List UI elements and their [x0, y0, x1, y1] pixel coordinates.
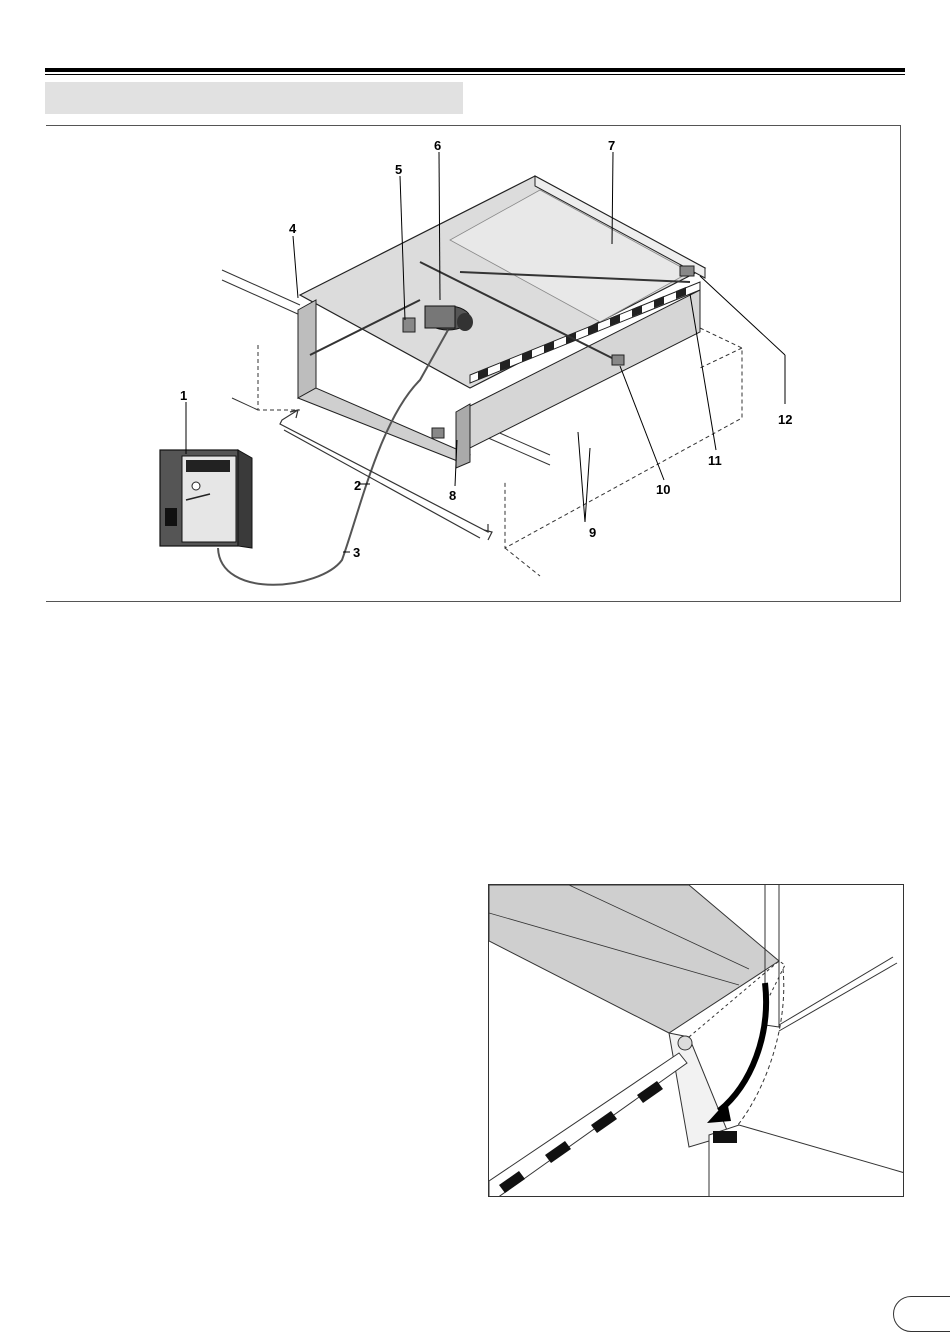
callout-5: 5 [395, 162, 402, 177]
lip-fold-detail-illustration [489, 885, 904, 1197]
callout-1: 1 [180, 388, 187, 403]
callout-8: 8 [449, 488, 456, 503]
callout-10: 10 [656, 482, 670, 497]
control-box [160, 450, 252, 548]
right-front-post [456, 404, 470, 468]
callout-7: 7 [608, 138, 615, 153]
page-number-tab [893, 1296, 950, 1332]
callout-11: 11 [708, 453, 722, 468]
callout-9: 9 [589, 525, 596, 540]
callout-2: 2 [354, 478, 361, 493]
detail-hinge [678, 1036, 692, 1050]
callout-3: 3 [353, 545, 360, 560]
detail-lip [669, 1033, 729, 1147]
left-side-wall [298, 300, 316, 398]
detail-hazard-bar [489, 1053, 687, 1197]
callout-6: 6 [434, 138, 441, 153]
detail-floor [709, 1125, 904, 1197]
detail-figure-frame [488, 884, 904, 1197]
detail-fold-arrow [719, 983, 766, 1111]
callout-4: 4 [289, 221, 297, 236]
dock-leveller-illustration: 1 2 3 4 5 6 7 8 9 10 11 12 [0, 0, 950, 620]
callout-12: 12 [778, 412, 792, 427]
front-frame-beam [298, 388, 470, 462]
detail-platform [489, 885, 779, 1033]
